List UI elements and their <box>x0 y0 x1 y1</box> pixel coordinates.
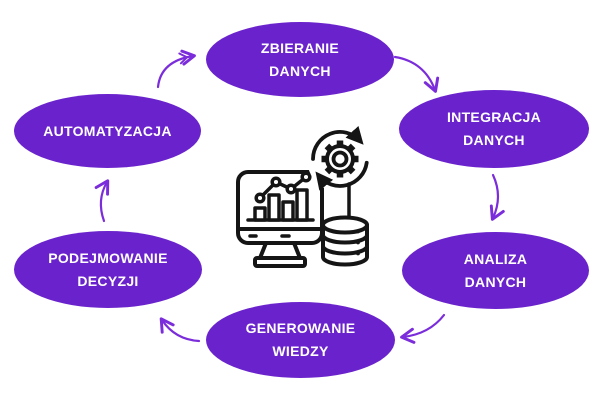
monitor-base <box>253 256 307 268</box>
node-label-line: DANYCH <box>269 62 331 79</box>
node-integracja-danych: INTEGRACJA DANYCH <box>399 90 589 168</box>
node-label-line: WIEDZY <box>272 343 329 359</box>
node-label-line: INTEGRACJA <box>446 109 541 125</box>
arrow-zbieranie-to-integracja <box>393 55 440 93</box>
arrow-integracja-to-analiza <box>489 173 505 221</box>
node-label-line: ZBIERANIE <box>260 39 340 56</box>
node-label-line: PODEJMOWANIE <box>48 249 168 266</box>
node-zbieranie-danych: ZBIERANIE DANYCH <box>206 22 394 97</box>
node-label-line: DANYCH <box>463 132 525 148</box>
analytics-icon <box>236 125 373 268</box>
node-podejmowanie-decyzji: PODEJMOWANIE DECYZJI <box>14 231 202 308</box>
line-chart-icon <box>254 171 312 204</box>
arrow-automatyzacja-double-chevron <box>178 52 188 65</box>
node-label-line: ANALIZA <box>463 250 528 267</box>
arrow-analiza-to-generowanie <box>400 313 446 344</box>
database-icon <box>321 215 369 267</box>
gear-hole <box>331 150 349 168</box>
node-label-line: GENEROWANIE <box>245 320 356 336</box>
node-label-line: DANYCH <box>464 273 527 290</box>
arrow-automatyzacja-to-zbieranie <box>156 49 196 89</box>
node-label-line: AUTOMATYZACJA <box>43 122 172 139</box>
monitor-icon <box>236 170 324 268</box>
node-automatyzacja: AUTOMATYZACJA <box>14 94 201 168</box>
gear-sync-icon <box>307 125 373 225</box>
node-generowanie-wiedzy: GENEROWANIE WIEDZY <box>206 302 395 378</box>
arrow-podejmowanie-to-automatyzacja <box>94 179 110 223</box>
bar-chart-icon <box>246 188 315 222</box>
node-label-line: DECYZJI <box>77 272 139 289</box>
arrow-generowanie-to-podejmowanie <box>159 317 201 343</box>
node-analiza-danych: ANALIZA DANYCH <box>402 232 589 309</box>
monitor-stand <box>258 241 302 260</box>
